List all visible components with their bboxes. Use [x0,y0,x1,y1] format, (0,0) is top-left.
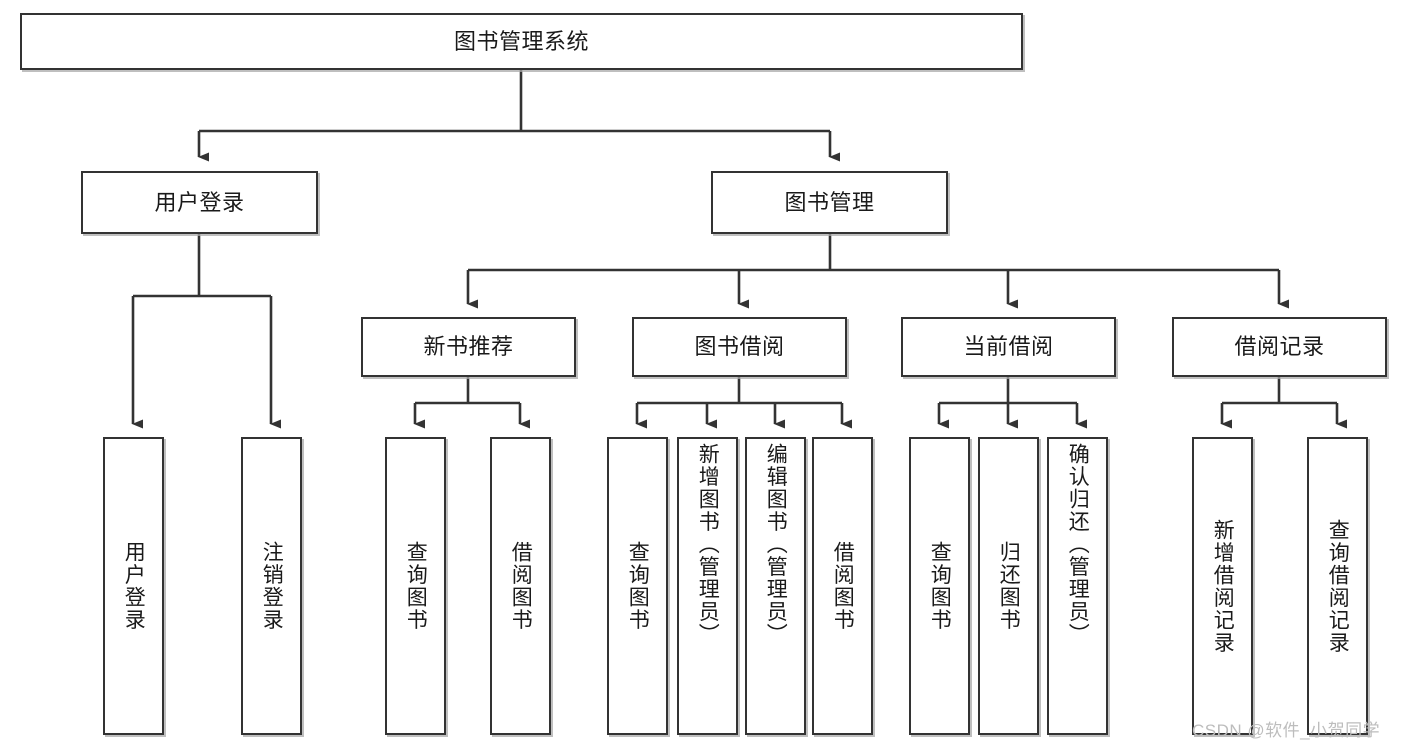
node-leaf-logout[interactable]: 注销登录 [241,437,302,735]
node-root[interactable]: 图书管理系统 [20,13,1023,70]
node-book-manage-label: 图书管理 [784,189,875,215]
node-leaf-add-book-label: 新增图书（管理员） [696,443,720,646]
node-leaf-borrow-book-2-label: 借阅图书 [831,541,855,631]
node-leaf-borrow-book-1[interactable]: 借阅图书 [490,437,551,735]
node-leaf-edit-book[interactable]: 编辑图书（管理员） [745,437,806,735]
node-leaf-query-book-1-label: 查询图书 [404,541,428,631]
node-leaf-add-record-label: 新增借阅记录 [1211,518,1235,654]
watermark: CSDN @软件_小贺同学 [1192,721,1381,740]
node-leaf-confirm-return[interactable]: 确认归还（管理员） [1047,437,1108,735]
node-book-borrow-label: 图书借阅 [694,334,785,360]
node-leaf-query-record[interactable]: 查询借阅记录 [1307,437,1368,735]
node-borrow-record[interactable]: 借阅记录 [1172,317,1387,377]
node-current-borrow[interactable]: 当前借阅 [901,317,1116,377]
node-leaf-user-login[interactable]: 用户登录 [103,437,164,735]
node-leaf-query-book-2-label: 查询图书 [626,541,650,631]
node-leaf-query-book-1[interactable]: 查询图书 [385,437,446,735]
node-leaf-borrow-book-2[interactable]: 借阅图书 [812,437,873,735]
node-leaf-logout-label: 注销登录 [260,541,284,631]
node-leaf-add-book[interactable]: 新增图书（管理员） [677,437,738,735]
node-new-book-rec[interactable]: 新书推荐 [361,317,576,377]
node-leaf-query-book-2[interactable]: 查询图书 [607,437,668,735]
node-leaf-borrow-book-1-label: 借阅图书 [509,541,533,631]
node-leaf-query-record-label: 查询借阅记录 [1326,518,1350,654]
node-leaf-query-book-3-label: 查询图书 [928,541,952,631]
node-book-borrow[interactable]: 图书借阅 [632,317,847,377]
node-new-book-rec-label: 新书推荐 [423,334,514,360]
node-leaf-return-book[interactable]: 归还图书 [978,437,1039,735]
node-book-manage[interactable]: 图书管理 [711,171,948,234]
node-leaf-add-record[interactable]: 新增借阅记录 [1192,437,1253,735]
node-user-login[interactable]: 用户登录 [81,171,318,234]
node-user-login-label: 用户登录 [154,189,245,215]
node-borrow-record-label: 借阅记录 [1234,334,1325,360]
node-leaf-confirm-return-label: 确认归还（管理员） [1066,443,1090,646]
node-leaf-query-book-3[interactable]: 查询图书 [909,437,970,735]
node-root-label: 图书管理系统 [453,28,589,54]
node-leaf-user-login-label: 用户登录 [122,541,146,631]
node-current-borrow-label: 当前借阅 [963,334,1054,360]
node-leaf-edit-book-label: 编辑图书（管理员） [764,443,788,646]
node-leaf-return-book-label: 归还图书 [997,541,1021,631]
